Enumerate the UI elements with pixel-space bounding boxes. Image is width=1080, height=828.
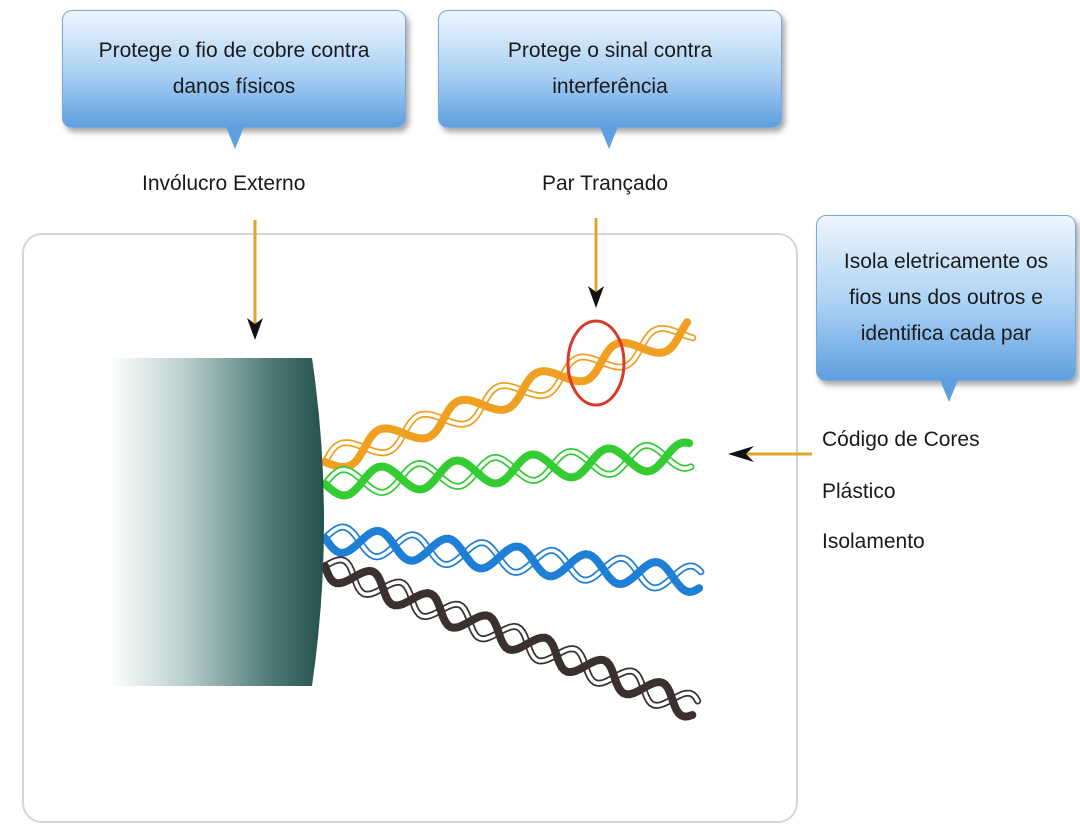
insulation-callout-tail — [940, 380, 958, 402]
twisted-pair-callout-tail — [600, 127, 618, 149]
orange-pair — [321, 318, 697, 472]
outer-jacket-callout-tail — [226, 127, 244, 149]
outer-jacket-callout: Protege o fio de cobre contra danos físi… — [62, 10, 406, 128]
twisted-pair-callout: Protege o sinal contra interferência — [438, 10, 782, 128]
brown-pair — [321, 556, 702, 721]
blue-pair — [321, 523, 705, 596]
green-pair-solid-strand — [321, 438, 694, 500]
pair-pointer-arrow-icon — [588, 218, 604, 308]
color-code-pointer-arrow-icon — [728, 446, 812, 462]
color-code-label: Código de Cores — [822, 428, 980, 451]
brown-pair-solid-strand — [321, 562, 697, 721]
insulation-callout: Isola eletricamente os fios uns dos outr… — [816, 215, 1076, 381]
insulation-label: Isolamento — [822, 530, 925, 553]
insulation-callout-text: Isola eletricamente os fios uns dos outr… — [843, 250, 1049, 345]
jacket-pointer-arrow-icon — [247, 220, 263, 340]
outer-jacket-label: Invólucro Externo — [142, 172, 306, 195]
green-pair — [321, 438, 695, 500]
plastic-label: Plástico — [822, 480, 896, 503]
outer-jacket-shape — [110, 358, 324, 686]
brown-pair-striped-core — [323, 558, 700, 708]
twisted-pair-callout-text: Protege o sinal contra interferência — [507, 39, 713, 98]
orange-pair-striped-core — [323, 326, 695, 464]
wire-pairs — [321, 318, 705, 721]
highlight-circle-icon — [566, 319, 626, 407]
orange-pair-solid-strand — [321, 318, 692, 472]
twisted-pair-label: Par Trançado — [542, 172, 669, 195]
outer-jacket-callout-text: Protege o fio de cobre contra danos físi… — [98, 39, 370, 98]
blue-pair-solid-strand — [321, 526, 704, 596]
